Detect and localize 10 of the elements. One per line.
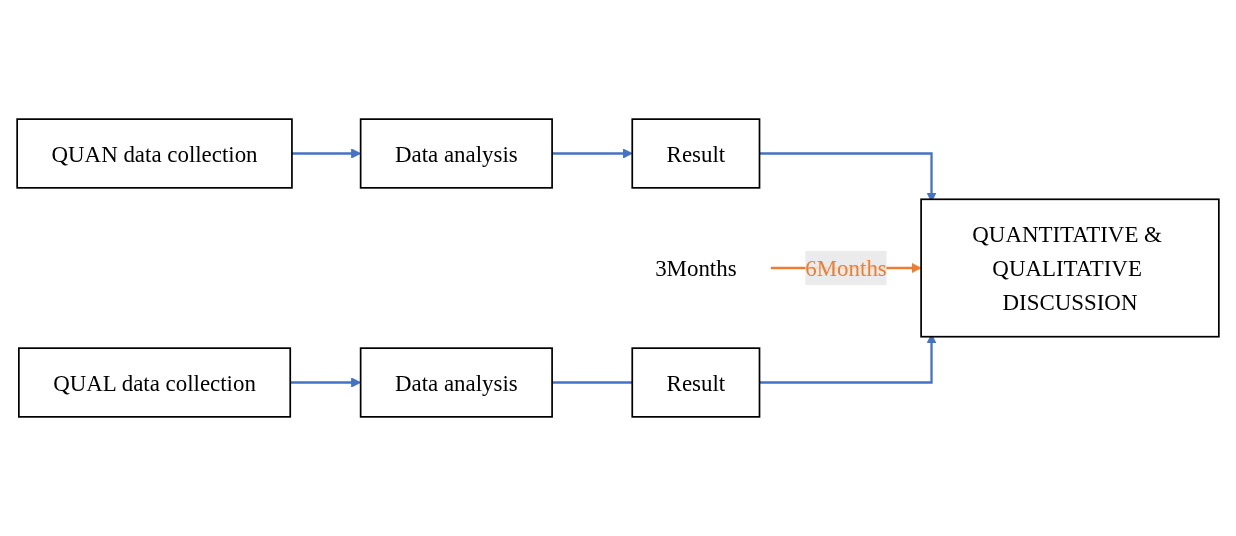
node-box: Result	[631, 118, 761, 189]
node-text: 3Months	[655, 255, 737, 281]
edge-label: 6Months	[805, 255, 887, 281]
node-box: QUANTITATIVE & QUALITATIVE DISCUSSION	[920, 198, 1220, 338]
arrow	[552, 148, 633, 159]
node-box: Data analysis	[359, 118, 553, 189]
node-box: QUAN data collection	[16, 118, 293, 189]
node-box: QUAL data collection	[18, 347, 292, 418]
node-box: Data analysis	[359, 347, 553, 418]
node-box: Result	[631, 347, 761, 418]
